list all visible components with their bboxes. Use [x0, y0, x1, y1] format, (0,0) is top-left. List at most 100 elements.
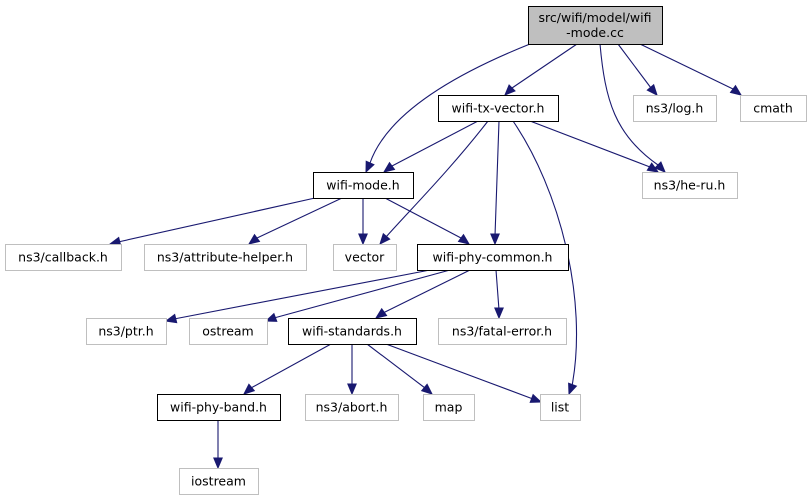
node-label: list — [551, 400, 569, 415]
edge-line — [173, 269, 431, 320]
node-box — [642, 172, 738, 199]
node-label: ns3/callback.h — [18, 250, 108, 265]
node-ns3-attribute-helper[interactable]: ns3/attribute-helper.h — [144, 244, 307, 271]
node-label: ostream — [202, 324, 253, 339]
node-label: cmath — [753, 101, 793, 116]
node-wifi-standards[interactable]: wifi-standards.h — [288, 318, 417, 345]
node-label: ns3/he-ru.h — [654, 178, 726, 193]
node-box — [540, 394, 581, 421]
edge-wifi-mode-to-vector — [358, 198, 368, 246]
node-box — [528, 6, 663, 45]
node-ns3-abort[interactable]: ns3/abort.h — [305, 394, 399, 421]
arrowhead-icon — [420, 383, 433, 395]
edge-line — [617, 43, 652, 89]
arrowhead-icon — [529, 393, 543, 403]
node-ns3-fatal-error[interactable]: ns3/fatal-error.h — [438, 318, 567, 345]
node-wifi-phy-band[interactable]: wifi-phy-band.h — [157, 394, 281, 421]
node-box — [189, 318, 268, 345]
arrowhead-icon — [247, 233, 261, 245]
node-box — [438, 318, 567, 345]
node-root[interactable]: src/wifi/model/wifi-mode.cc — [528, 6, 663, 45]
node-ns3-log[interactable]: ns3/log.h — [633, 95, 717, 122]
node-box — [438, 95, 559, 122]
arrowhead-icon — [382, 161, 396, 173]
node-box — [86, 318, 167, 345]
node-wifi-tx-vector[interactable]: wifi-tx-vector.h — [438, 95, 559, 122]
edge-line — [391, 120, 479, 167]
edge-root-to-ns3-log — [617, 43, 658, 96]
edge-line — [599, 43, 659, 166]
node-box — [423, 394, 475, 421]
edge-line — [369, 43, 531, 164]
node-label: map — [435, 400, 463, 415]
node-box — [740, 95, 807, 122]
node-label: wifi-tx-vector.h — [452, 101, 545, 116]
edge-wifi-standards-to-wifi-phy-band — [243, 343, 332, 395]
edge-wifi-standards-to-list — [385, 343, 543, 403]
edge-wifi-mode-to-wifi-phy-common — [384, 197, 471, 245]
node-vector[interactable]: vector — [333, 244, 397, 271]
node-label: ns3/log.h — [646, 101, 704, 116]
node-box — [157, 394, 281, 421]
arrowhead-icon — [504, 84, 516, 96]
edge-wifi-standards-to-ns3-abort — [347, 344, 357, 396]
node-ns3-he-ru[interactable]: ns3/he-ru.h — [642, 172, 738, 199]
edge-line — [529, 120, 651, 168]
edge-wifi-tx-vector-to-wifi-phy-common — [490, 120, 500, 246]
node-label: wifi-phy-common.h — [433, 250, 553, 265]
node-map[interactable]: map — [423, 394, 475, 421]
node-label: ns3/abort.h — [316, 400, 388, 415]
node-label: -mode.cc — [566, 25, 624, 40]
edges-layer — [108, 43, 743, 470]
edge-line — [495, 269, 500, 311]
arrowhead-icon — [365, 160, 375, 174]
arrowhead-icon — [358, 233, 368, 246]
arrowhead-icon — [374, 307, 388, 319]
node-label: vector — [345, 250, 386, 265]
node-wifi-mode[interactable]: wifi-mode.h — [313, 172, 414, 199]
edge-wifi-phy-common-to-ostream — [264, 269, 451, 322]
node-label: ns3/fatal-error.h — [452, 324, 552, 339]
node-wifi-phy-common[interactable]: wifi-phy-common.h — [417, 244, 569, 271]
arrowhead-icon — [457, 233, 471, 245]
arrowhead-icon — [729, 84, 743, 96]
node-label: iostream — [191, 474, 246, 489]
edge-wifi-phy-common-to-wifi-standards — [374, 269, 471, 319]
node-cmath[interactable]: cmath — [740, 95, 807, 122]
edge-root-to-ns3-he-ru — [599, 43, 666, 173]
arrowhead-icon — [654, 161, 666, 173]
arrowhead-icon — [646, 83, 658, 96]
edge-line — [366, 343, 426, 389]
node-ns3-callback[interactable]: ns3/callback.h — [5, 244, 122, 271]
arrowhead-icon — [646, 162, 660, 173]
edge-wifi-phy-common-to-ns3-fatal-error — [494, 269, 504, 320]
edge-root-to-cmath — [639, 43, 743, 96]
node-ns3-ptr[interactable]: ns3/ptr.h — [86, 318, 167, 345]
edge-wifi-mode-to-ns3-attribute-helper — [247, 197, 343, 245]
edge-wifi-phy-band-to-iostream — [213, 420, 223, 470]
node-label: wifi-standards.h — [302, 324, 402, 339]
arrowhead-icon — [490, 233, 500, 246]
node-ostream[interactable]: ostream — [189, 318, 268, 345]
edge-root-to-wifi-mode — [365, 43, 531, 174]
node-box — [179, 468, 259, 495]
edge-wifi-tx-vector-to-ns3-he-ru — [529, 120, 660, 173]
arrowhead-icon — [568, 382, 578, 396]
edge-wifi-tx-vector-to-wifi-mode — [382, 120, 479, 173]
node-iostream[interactable]: iostream — [179, 468, 259, 495]
edge-line — [385, 343, 534, 400]
node-box — [305, 394, 399, 421]
edge-line — [494, 120, 500, 237]
node-box — [633, 95, 717, 122]
node-label: ns3/attribute-helper.h — [157, 250, 293, 265]
node-box — [417, 244, 569, 271]
node-box — [313, 172, 414, 199]
edge-line — [117, 197, 316, 243]
edge-line — [273, 269, 451, 319]
edge-line — [256, 197, 343, 239]
edge-line — [384, 197, 462, 239]
node-box — [5, 244, 122, 271]
node-list[interactable]: list — [540, 394, 581, 421]
edge-line — [511, 43, 578, 89]
